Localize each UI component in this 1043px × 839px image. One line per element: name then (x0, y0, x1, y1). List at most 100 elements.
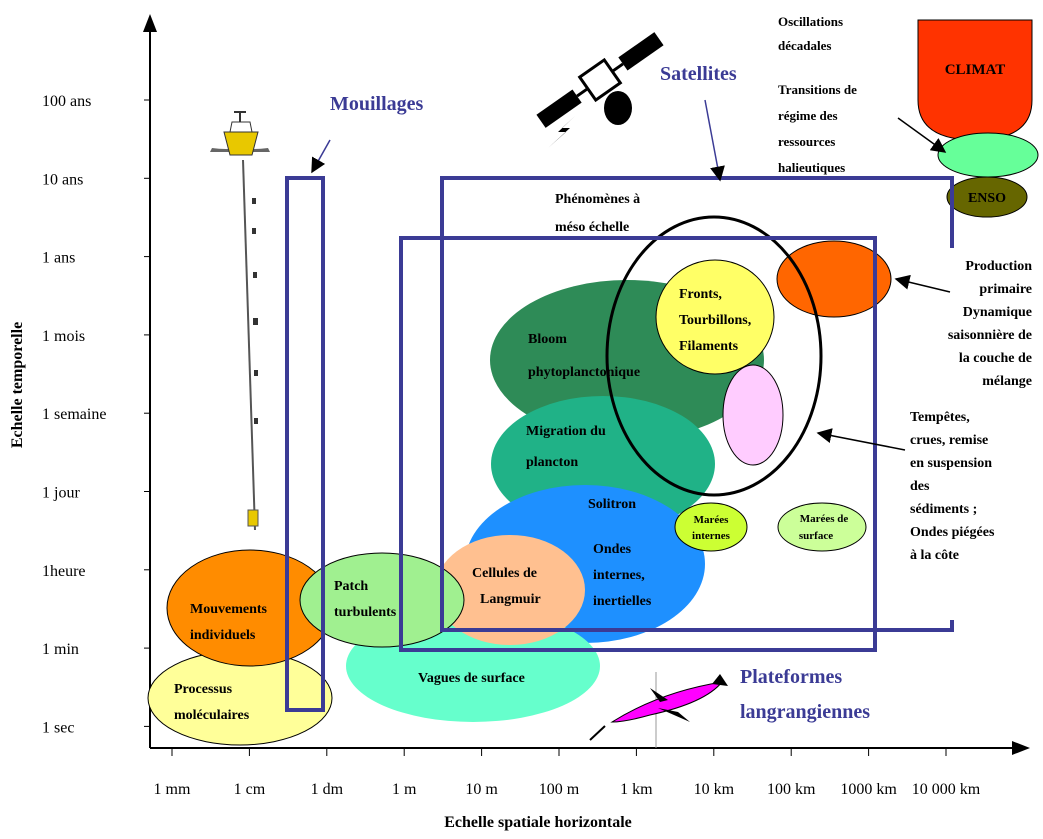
enso-label: ENSO (968, 191, 1006, 206)
y-tick-label: 1 mois (42, 328, 85, 345)
y-tick-label: 1 sec (42, 719, 74, 736)
x-tick-label: 100 km (767, 781, 816, 798)
mouillages-pointer (311, 139, 331, 174)
bloom-label-2: phytoplanctonique (528, 365, 640, 380)
plateformes-label-1: Plateformes (740, 666, 842, 688)
y-tick-label: 100 ans (42, 93, 91, 110)
x-axis-title: Echelle spatiale horizontale (444, 814, 632, 831)
satellites-box (440, 176, 954, 632)
production-label-2: primaire (979, 282, 1032, 297)
transitions-label-4: halieutiques (778, 160, 845, 175)
migration-label-2: plancton (526, 455, 578, 470)
satellites-label: Satellites (660, 63, 737, 85)
x-tick-label: 10 km (694, 781, 735, 798)
satellites-pointer (704, 99, 725, 182)
production-pointer (894, 274, 951, 293)
production-ellipse (776, 240, 892, 318)
production-label-3: Dynamique (963, 305, 1032, 320)
patch-ellipse (299, 552, 465, 648)
tempetes-label-7: à la côte (910, 548, 959, 563)
cellules-ellipse (435, 535, 585, 645)
x-axis-arrowhead (1012, 741, 1030, 755)
buoy-mooring-icon (210, 111, 270, 531)
ondes-label-3: inertielles (593, 594, 652, 609)
y-tick-label: 1heure (42, 563, 86, 580)
plateformes-label-2: langrangiennes (740, 701, 870, 723)
tempetes-pointer (816, 428, 906, 451)
meso-echelle-ellipse (605, 215, 823, 497)
pink-ellipse (722, 364, 784, 466)
satellite-icon (536, 32, 664, 148)
y-tick-label: 1 semaine (42, 406, 106, 423)
x-tick-label: 1 mm (154, 781, 191, 798)
processus-label-1: Processus (174, 682, 233, 697)
x-tick-label: 1 cm (234, 781, 266, 798)
transitions-label-2: régime des (778, 108, 838, 123)
production-label-5: la couche de (959, 351, 1032, 366)
mouillages-label: Mouillages (330, 93, 424, 115)
mouvements-label-1: Mouvements (190, 602, 268, 617)
marees-internes-label-2: internes (692, 530, 731, 542)
transitions-ellipse (937, 132, 1039, 178)
cellules-label-2: Langmuir (480, 592, 541, 607)
y-tick-labels: 100 ans 10 ans 1 ans 1 mois 1 semaine 1 jour 1… (42, 93, 106, 736)
climat-label: CLIMAT (945, 62, 1006, 78)
ondes-label-2: internes, (593, 568, 645, 583)
fronts-label-3: Filaments (679, 339, 739, 354)
oscillations-label-2: décadales (778, 38, 831, 53)
ondes-label-1: Ondes (593, 542, 632, 557)
tempetes-label-4: des (910, 479, 930, 494)
x-tick-label: 100 m (539, 781, 580, 798)
y-axis-arrowhead (143, 14, 157, 32)
bloom-label-1: Bloom (528, 332, 567, 347)
enso-ellipse (946, 176, 1028, 218)
y-axis-title: Echelle temporelle (9, 322, 26, 448)
meso-label-1: Phénomènes à (555, 192, 640, 207)
transitions-label-3: ressources (778, 134, 835, 149)
x-tick-label: 1 dm (311, 781, 344, 798)
cellules-label-1: Cellules de (472, 566, 537, 581)
solitron-label: Solitron (588, 497, 636, 512)
tempetes-label-6: Ondes piégées (910, 525, 995, 540)
tempetes-label-1: Tempêtes, (910, 410, 970, 425)
migration-label-1: Migration du (526, 424, 606, 439)
y-tick-label: 1 min (42, 641, 79, 658)
tempetes-label-5: sédiments ; (910, 502, 977, 517)
axes: 100 ans 10 ans 1 ans 1 mois 1 semaine 1 jour 1… (9, 14, 1030, 831)
patch-label-1: Patch (334, 579, 368, 594)
y-tick-label: 1 ans (42, 250, 75, 267)
x-tick-marks (171, 748, 947, 756)
x-tick-label: 1000 km (840, 781, 897, 798)
transitions-label-1: Transitions de (778, 82, 857, 97)
climat-shape (917, 19, 1033, 141)
x-tick-label: 1 km (620, 781, 653, 798)
mouillages-box (285, 176, 325, 712)
production-label-4: saisonnière de (948, 328, 1032, 343)
meso-label-2: méso échelle (555, 220, 629, 235)
marees-internes-ellipse (674, 502, 748, 552)
marees-surface-ellipse (777, 502, 867, 552)
tempetes-label-3: en suspension (910, 456, 992, 471)
processus-label-2: moléculaires (174, 708, 250, 723)
x-tick-label: 10 000 km (912, 781, 981, 798)
production-label-6: mélange (982, 374, 1032, 389)
y-tick-label: 1 jour (42, 485, 80, 502)
transitions-pointer (897, 117, 947, 153)
x-tick-label: 10 m (465, 781, 498, 798)
production-label-1: Production (965, 259, 1032, 274)
mouvements-label-2: individuels (190, 628, 256, 643)
y-tick-label: 10 ans (42, 171, 83, 188)
marees-surface-label-2: surface (799, 530, 833, 542)
marees-surface-label-1: Marées de (800, 513, 849, 525)
x-tick-label: 1 m (392, 781, 417, 798)
patch-label-2: turbulents (334, 605, 397, 620)
y-tick-marks (144, 99, 150, 727)
x-tick-labels: 1 mm 1 cm 1 dm 1 m 10 m 100 m 1 km 10 km 100 km 1… (154, 781, 981, 798)
oscillations-label-1: Oscillations (778, 14, 843, 29)
fronts-label-2: Tourbillons, (679, 313, 751, 328)
fronts-ellipse (655, 259, 775, 375)
vagues-label: Vagues de surface (418, 671, 525, 686)
lagrangian-float-icon (589, 672, 728, 748)
